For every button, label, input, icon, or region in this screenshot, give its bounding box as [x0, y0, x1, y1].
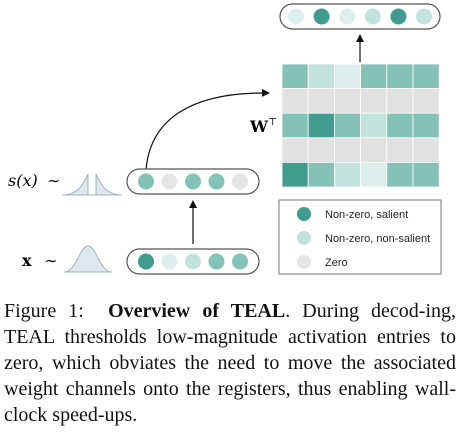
legend-item-zero: Zero [297, 255, 348, 269]
input-vector-entry [208, 253, 225, 270]
matrix-cell [281, 161, 309, 188]
legend-swatch [297, 255, 311, 269]
teal-overview-diagram: W⊤ s(x) ∼ x ∼ [8, 3, 442, 275]
sparse-activation-vector [126, 168, 260, 195]
sparse-vector-entry [232, 173, 248, 190]
output-vector-entry [416, 8, 432, 25]
legend-swatch [297, 231, 311, 245]
legend-label: Non-zero, non-salient [325, 233, 430, 245]
sx-label: s(x) [8, 171, 38, 190]
output-vector-entry [364, 8, 381, 25]
caption-title: Overview of TEAL [108, 300, 286, 322]
sparse-vector-entry [161, 173, 178, 190]
matrix-cell [412, 137, 440, 163]
matrix-cell [307, 88, 335, 114]
matrix-cell [412, 88, 440, 114]
matrix-cell [281, 88, 309, 114]
matrix-cell [360, 88, 388, 114]
input-vector-entry [185, 253, 201, 270]
output-vector-entry [339, 8, 356, 25]
legend-label: Zero [325, 257, 348, 269]
sparse-distribution-icon [62, 173, 122, 196]
matrix-cell [307, 161, 335, 188]
legend-item-non-salient: Non-zero, non-salient [297, 231, 430, 245]
matrix-cell [307, 63, 335, 90]
matrix-cell [412, 63, 440, 90]
matrix-cell [386, 161, 414, 188]
matrix-cell [386, 137, 414, 163]
matrix-cell [412, 112, 440, 139]
weight-label: W⊤ [249, 117, 277, 136]
matrix-cell [333, 137, 361, 163]
input-vector-entry [138, 253, 154, 270]
sparse-vector-entry [185, 173, 201, 190]
matrix-cell [333, 88, 361, 114]
matrix-cell [386, 112, 414, 139]
matrix-cell [386, 88, 414, 114]
arrow-sparse-to-matrix [145, 88, 270, 171]
matrix-cell [307, 137, 335, 163]
matrix-cell [333, 112, 361, 139]
matrix-cell [360, 63, 388, 90]
matrix-cell [360, 112, 388, 139]
matrix-cell [281, 137, 309, 163]
matrix-cell [412, 161, 440, 188]
matrix-cell [281, 63, 309, 90]
weight-matrix [281, 63, 440, 188]
matrix-cell [307, 112, 335, 139]
matrix-cell [386, 63, 414, 90]
output-vector-entry [390, 8, 407, 25]
legend-label: Non-zero, salient [325, 209, 408, 221]
matrix-cell [360, 161, 388, 188]
input-vector-entry [232, 253, 248, 270]
output-vector-entry [288, 8, 304, 25]
figure-caption: Figure 1: Overview of TEAL. During decod… [4, 298, 456, 428]
input-activation-vector [126, 248, 260, 275]
input-vector-entry [161, 253, 178, 270]
caption-figure-number: Figure 1: [4, 300, 84, 322]
legend: Non-zero, salient Non-zero, non-salient … [278, 199, 442, 275]
caption-body: . During decod-ing, TEAL thresholds low-… [4, 300, 457, 426]
sparse-vector-entry [138, 173, 154, 190]
output-vector [279, 3, 441, 30]
legend-item-salient: Non-zero, salient [297, 207, 408, 221]
sx-tilde: ∼ [47, 171, 60, 190]
x-label: x [22, 251, 32, 270]
gaussian-distribution-icon [64, 245, 112, 273]
output-vector-entry [313, 8, 330, 25]
matrix-cell [281, 112, 309, 139]
matrix-cell [333, 161, 361, 188]
matrix-cell [360, 137, 388, 163]
legend-swatch [297, 207, 311, 221]
matrix-cell [333, 63, 361, 90]
sparse-vector-entry [208, 173, 225, 190]
x-tilde: ∼ [44, 251, 57, 270]
